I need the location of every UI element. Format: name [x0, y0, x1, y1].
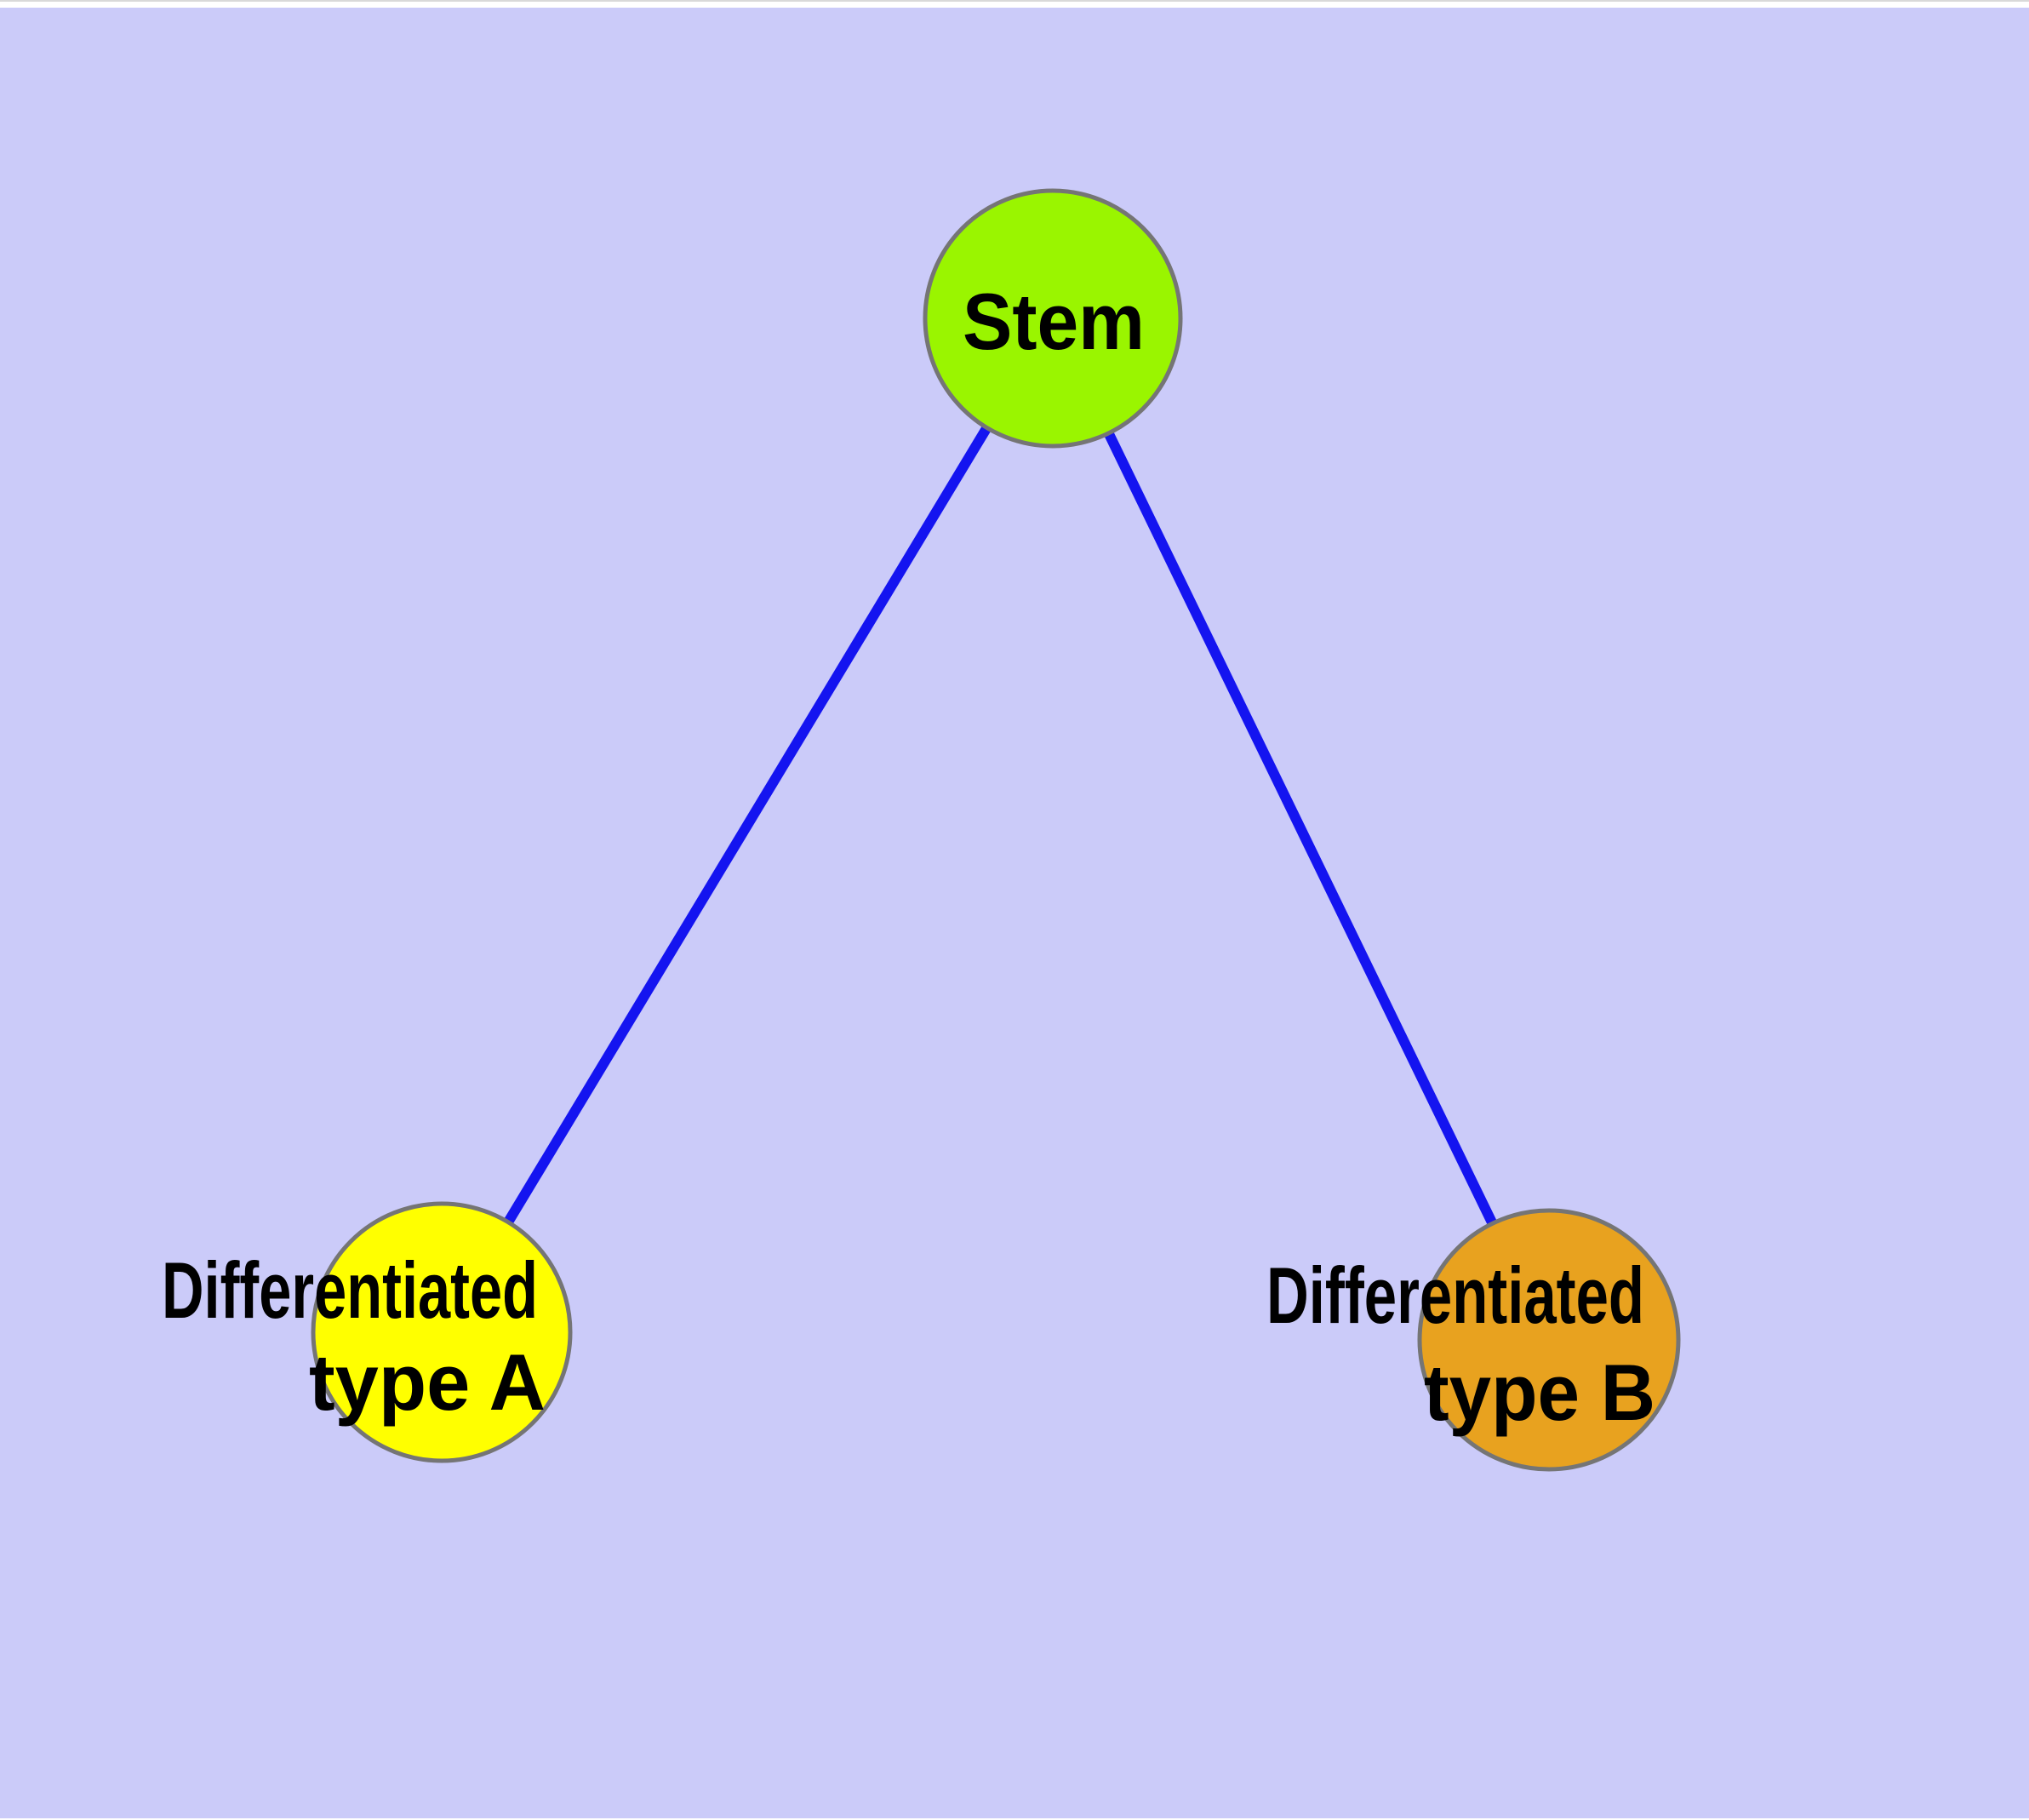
- stem-node-circle: [923, 188, 1183, 449]
- type-b-node-label-line2: type B: [1424, 1348, 1655, 1437]
- edge-stem-to-type-a: [437, 315, 1058, 1336]
- edge-stem-to-type-b: [1048, 316, 1554, 1342]
- stem-node-label: Stem: [963, 277, 1145, 366]
- top-hairline: [0, 0, 2029, 2]
- type-b-node-circle: [1417, 1208, 1681, 1472]
- type-b-node-label-line1: Differentiated: [1266, 1251, 1644, 1340]
- type-a-node-label-line1: Differentiated: [162, 1245, 538, 1335]
- node-differentiated-type-a: Differentiated type A: [162, 1201, 573, 1463]
- node-stem: Stem: [923, 188, 1183, 449]
- type-a-node-circle: [311, 1201, 573, 1463]
- node-differentiated-type-b: Differentiated type B: [1266, 1208, 1681, 1472]
- type-a-node-label-line2: type A: [309, 1337, 546, 1427]
